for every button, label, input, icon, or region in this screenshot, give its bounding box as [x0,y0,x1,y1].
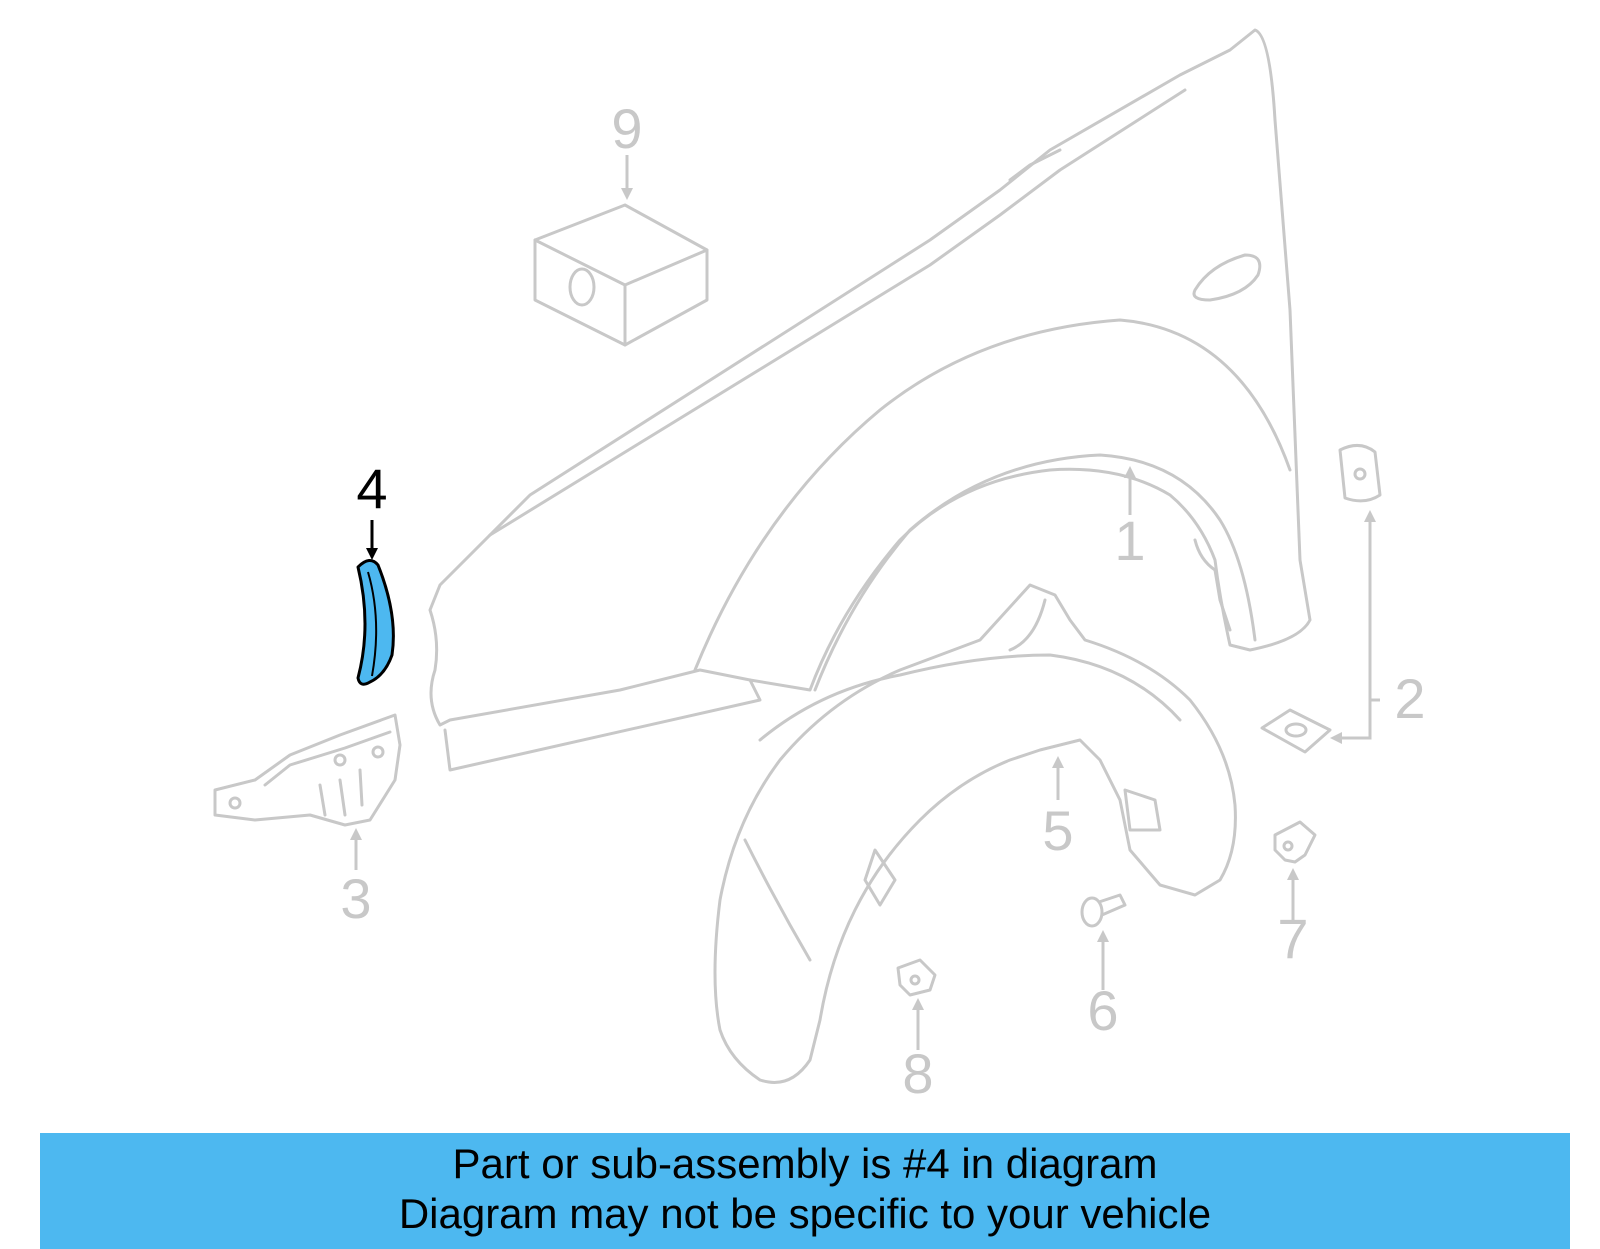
part-4-highlighted[interactable] [356,559,395,686]
callout-8: 8 [902,1042,933,1105]
banner-disclaimer-text: Diagram may not be specific to your vehi… [398,1190,1212,1237]
banner-part-text: Part or sub-assembly is #4 in diagram [452,1140,1158,1187]
part-2-clip[interactable] [1260,444,1382,754]
callout-1: 1 [1114,509,1145,572]
part-5-liner[interactable] [713,583,1237,1084]
callout-7: 7 [1277,907,1308,970]
part-8-clip[interactable] [896,958,937,997]
callout-9: 9 [611,97,642,160]
callout-5: 5 [1042,799,1073,862]
callout-3: 3 [340,867,371,930]
leader-2b [1335,700,1372,740]
callout-labels: 1 2 3 4 5 6 7 8 9 [340,97,1425,1105]
info-banner: Part or sub-assembly is #4 in diagram Di… [40,1133,1570,1249]
leader-2a [1368,515,1380,702]
part-7-clip[interactable] [1273,820,1317,864]
callout-4: 4 [356,457,387,520]
callout-2: 2 [1394,667,1425,730]
leader-lines [350,155,1380,1050]
part-3-bracket[interactable] [213,713,402,827]
part-9-pad[interactable] [533,203,709,347]
part-1-fender[interactable] [428,28,1312,772]
callout-6: 6 [1087,979,1118,1042]
part-6-screw[interactable] [1080,893,1127,928]
